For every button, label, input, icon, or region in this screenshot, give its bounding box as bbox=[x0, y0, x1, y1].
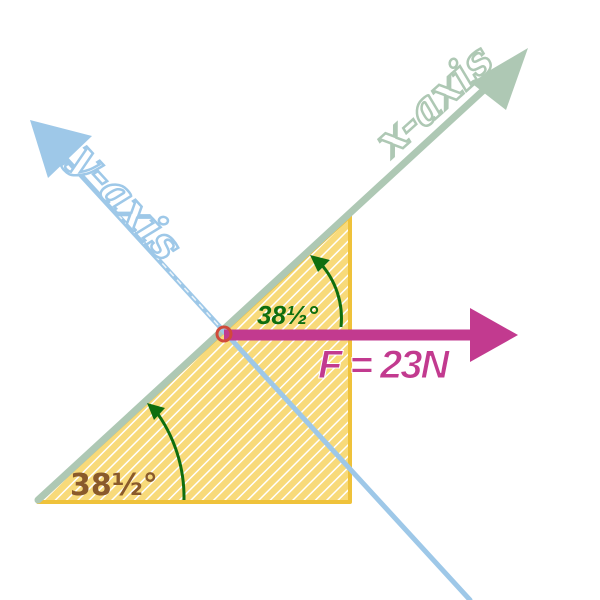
x-axis bbox=[34, 48, 528, 504]
force-vector bbox=[224, 308, 518, 362]
y-axis-label: y-axis bbox=[59, 132, 192, 270]
y-axis bbox=[30, 120, 473, 600]
angle-label-bottom: 38½° bbox=[70, 468, 158, 503]
force-label: F = 23N bbox=[318, 343, 451, 387]
force-arrowhead bbox=[470, 308, 518, 362]
x-axis-label: x-axis bbox=[364, 35, 503, 167]
angle-arc-bottom bbox=[147, 403, 186, 501]
origin-marker bbox=[215, 325, 233, 343]
angle-arc-top bbox=[310, 255, 343, 328]
angle-label-top: 38½° bbox=[257, 300, 319, 330]
x-axis-arrowhead bbox=[470, 48, 528, 110]
y-axis-arrowhead bbox=[30, 120, 92, 178]
